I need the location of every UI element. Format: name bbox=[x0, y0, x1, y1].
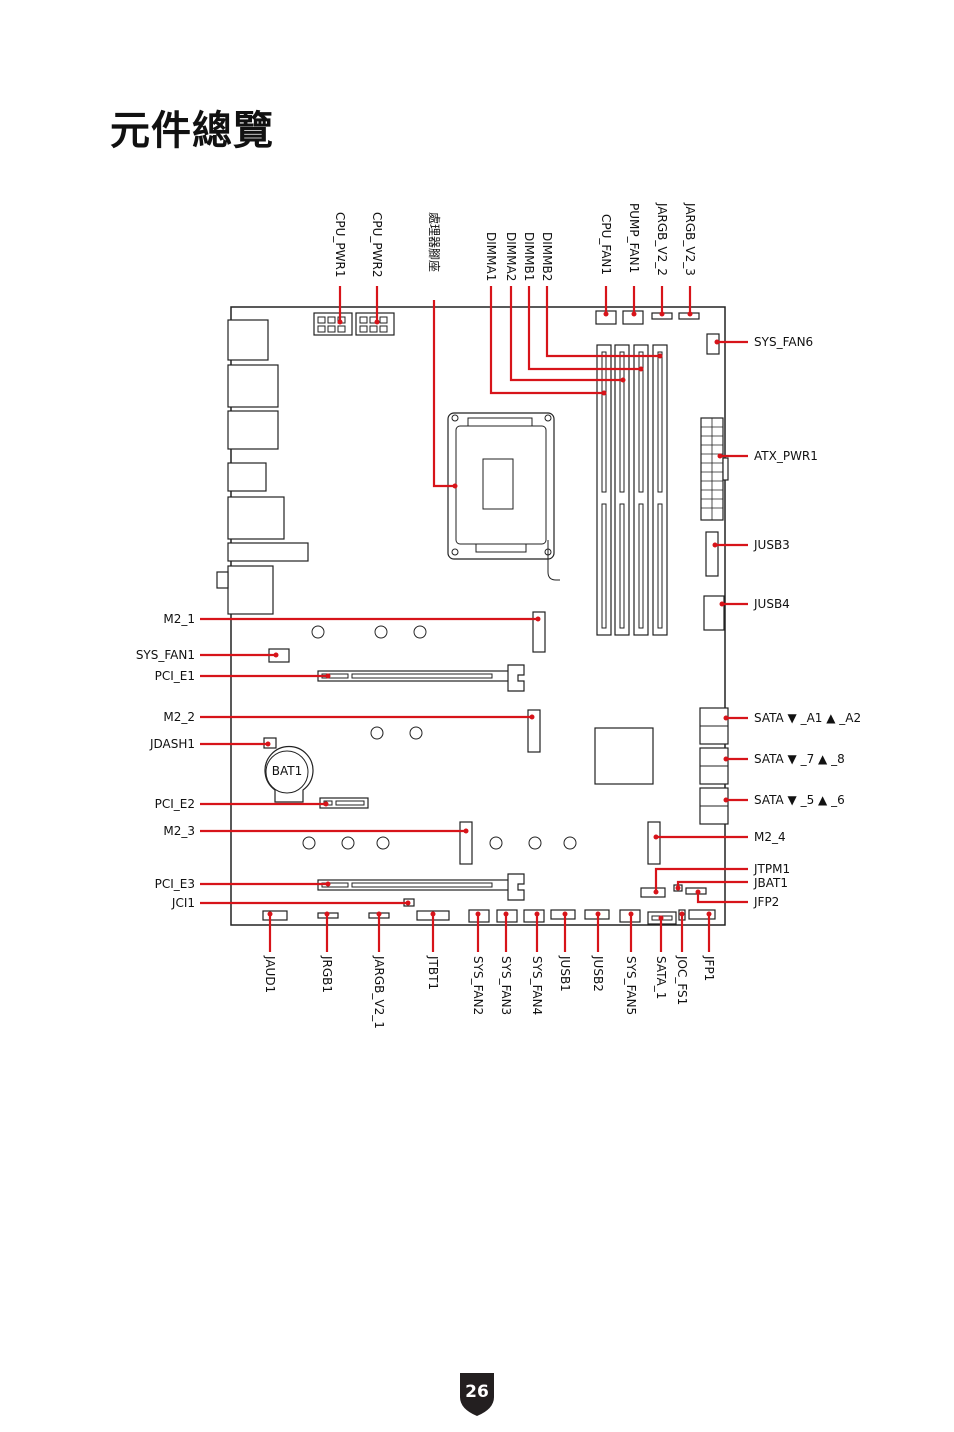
label-jbat1: JBAT1 bbox=[753, 876, 788, 890]
label-jusb3: JUSB3 bbox=[753, 538, 790, 552]
right-labels: SYS_FAN6 ATX_PWR1 JUSB3 JUSB4 SATA ▼ _A1… bbox=[753, 335, 861, 909]
m2-slots bbox=[459, 611, 661, 865]
leader-lines bbox=[200, 286, 748, 952]
label-sata-5-6: SATA ▼ _5 ▲ _6 bbox=[754, 793, 845, 807]
page-badge-shield bbox=[460, 1373, 494, 1416]
cpu-socket bbox=[447, 412, 560, 581]
label-pci-e1: PCI_E1 bbox=[155, 669, 195, 683]
label-cpu-fan1: CPU_FAN1 bbox=[599, 214, 613, 275]
label-sys-fan6: SYS_FAN6 bbox=[754, 335, 813, 349]
label-sys-fan1: SYS_FAN1 bbox=[136, 648, 195, 662]
label-cpu-pwr1: CPU_PWR1 bbox=[333, 212, 347, 277]
label-jfp1: JFP1 bbox=[702, 955, 716, 981]
leader-dots bbox=[265, 311, 729, 921]
label-sys-fan5: SYS_FAN5 bbox=[624, 956, 638, 1015]
label-pump-fan1: PUMP_FAN1 bbox=[627, 203, 641, 273]
battery-label: BAT1 bbox=[272, 764, 302, 778]
label-jtpm1: JTPM1 bbox=[753, 862, 790, 876]
label-sata-a1-a2: SATA ▼ _A1 ▲ _A2 bbox=[754, 711, 861, 725]
label-jusb1: JUSB1 bbox=[558, 955, 572, 992]
label-dimma1: DIMMA1 bbox=[484, 232, 498, 281]
label-m2-2: M2_2 bbox=[163, 710, 195, 724]
label-sys-fan2: SYS_FAN2 bbox=[471, 956, 485, 1015]
label-m2-1: M2_1 bbox=[163, 612, 195, 626]
label-jargb-v2-2: JARGB_V2_2 bbox=[655, 202, 669, 276]
label-joc-fs1: JOC_FS1 bbox=[675, 955, 689, 1005]
label-atx-pwr1: ATX_PWR1 bbox=[754, 449, 818, 463]
right-connectors bbox=[700, 417, 729, 631]
label-jdash1: JDASH1 bbox=[149, 737, 195, 751]
label-jargb-v2-1: JARGB_V2_1 bbox=[372, 955, 386, 1029]
label-jci1: JCI1 bbox=[171, 896, 195, 910]
label-sata-1: SATA_1 bbox=[654, 956, 668, 999]
label-jusb4: JUSB4 bbox=[753, 597, 790, 611]
m2-standoffs bbox=[302, 625, 577, 850]
label-jtbt1: JTBT1 bbox=[426, 955, 440, 990]
label-jrgb1: JRGB1 bbox=[320, 955, 334, 993]
label-jfp2: JFP2 bbox=[753, 895, 779, 909]
label-pci-e3: PCI_E3 bbox=[155, 877, 195, 891]
label-dimmb2: DIMMB2 bbox=[540, 232, 554, 281]
label-sys-fan3: SYS_FAN3 bbox=[499, 956, 513, 1015]
label-dimma2: DIMMA2 bbox=[504, 232, 518, 281]
label-jargb-v2-3: JARGB_V2_3 bbox=[683, 202, 697, 276]
label-cpu-pwr2: CPU_PWR2 bbox=[370, 212, 384, 277]
rear-io bbox=[216, 319, 309, 615]
chipset bbox=[594, 727, 654, 785]
page-number: 26 bbox=[465, 1382, 489, 1402]
battery: BAT1 bbox=[264, 745, 314, 803]
label-dimmb1: DIMMB1 bbox=[522, 232, 536, 281]
left-labels: M2_1 SYS_FAN1 PCI_E1 M2_2 JDASH1 PCI_E2 … bbox=[136, 612, 195, 910]
top-labels: CPU_PWR1 CPU_PWR2 處理器腳座 DIMMA1 DIMMA2 DI… bbox=[333, 202, 697, 281]
label-jusb2: JUSB2 bbox=[591, 955, 605, 992]
label-jaud1: JAUD1 bbox=[263, 955, 277, 993]
sata-ports bbox=[699, 707, 729, 825]
label-m2-3: M2_3 bbox=[163, 824, 195, 838]
label-cpu-socket: 處理器腳座 bbox=[427, 212, 442, 272]
label-m2-4: M2_4 bbox=[754, 830, 786, 844]
label-sys-fan4: SYS_FAN4 bbox=[530, 956, 544, 1015]
label-sata-7-8: SATA ▼ _7 ▲ _8 bbox=[754, 752, 845, 766]
label-pci-e2: PCI_E2 bbox=[155, 797, 195, 811]
dimm-slots bbox=[596, 344, 668, 636]
bottom-labels: JAUD1 JRGB1 JARGB_V2_1 JTBT1 SYS_FAN2 SY… bbox=[263, 955, 716, 1029]
cpu-pwr-connectors bbox=[313, 312, 395, 336]
page-title: 元件總覽 bbox=[110, 108, 274, 154]
